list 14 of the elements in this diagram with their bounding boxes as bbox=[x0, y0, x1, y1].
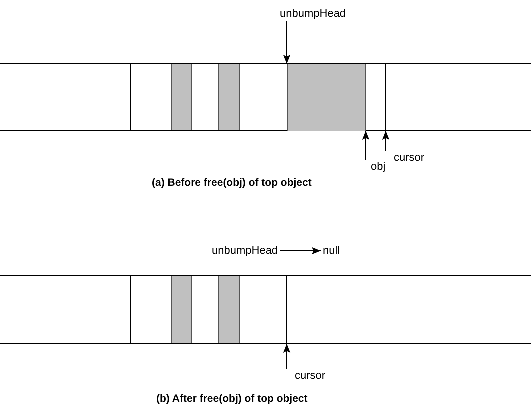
arrow bbox=[382, 130, 390, 152]
arrow bbox=[362, 130, 370, 160]
arrow bbox=[280, 247, 322, 255]
arrow bbox=[283, 344, 291, 370]
value-label: null bbox=[323, 244, 340, 258]
pointer-label: unbumpHead bbox=[212, 244, 278, 258]
pointer-label: cursor bbox=[286, 369, 326, 383]
pointer-label: cursor bbox=[385, 151, 425, 165]
arrow bbox=[283, 20, 291, 64]
pointer-label: unbumpHead bbox=[280, 7, 346, 21]
figure-caption: (b) After free(obj) of top object bbox=[156, 393, 308, 406]
figure-caption: (a) Before free(obj) of top object bbox=[152, 177, 312, 190]
pointer-label: obj bbox=[365, 160, 386, 174]
allocated-object-block bbox=[287, 64, 366, 131]
